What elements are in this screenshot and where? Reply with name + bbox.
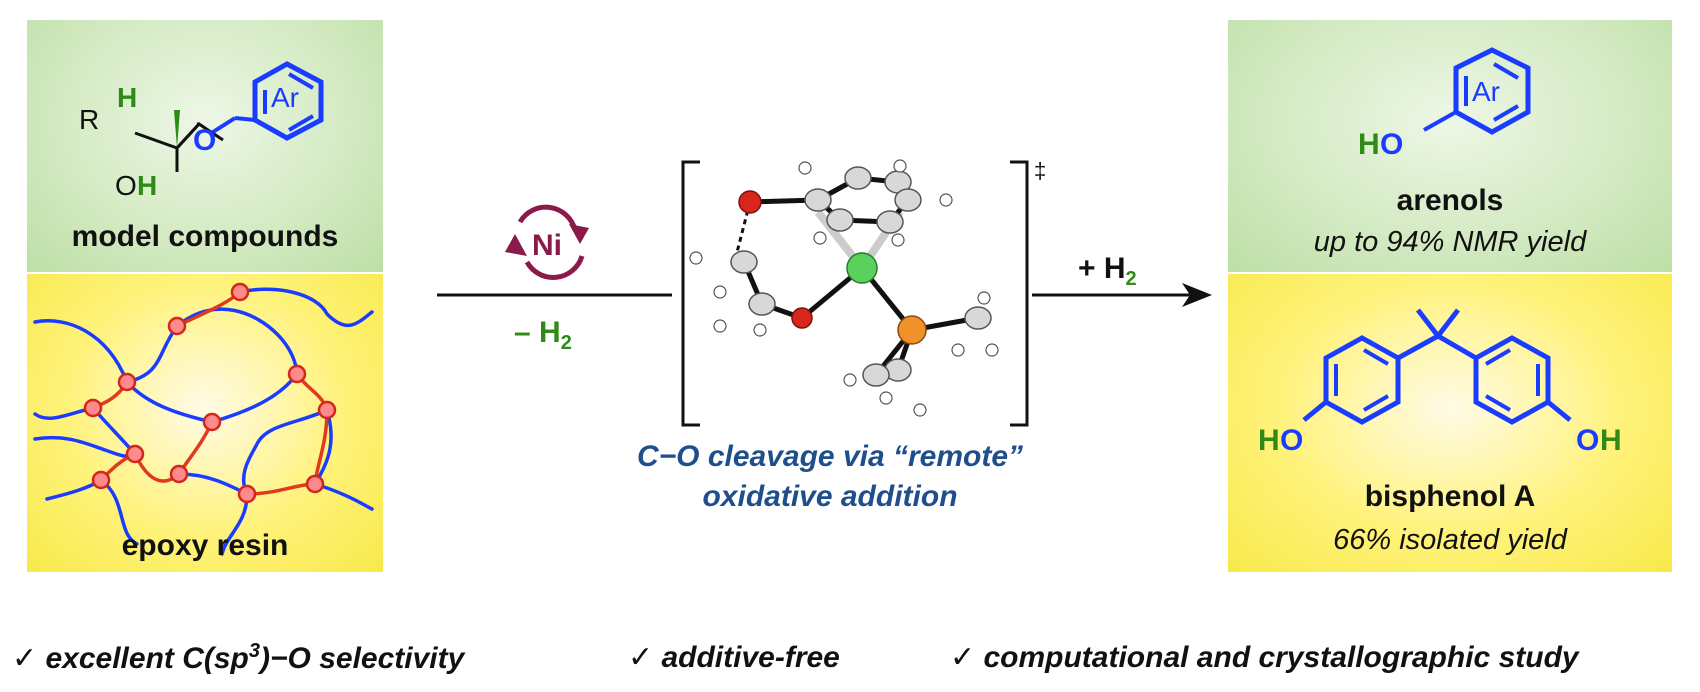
arenols-label: arenols xyxy=(1396,184,1504,217)
model-compounds-panel: R H O O H Ar model compounds xyxy=(27,20,383,272)
atom-h-label: H xyxy=(117,82,138,113)
bpa-left-h-label: H xyxy=(1258,424,1280,457)
ts-caption-line2: oxidative addition xyxy=(702,480,958,513)
bisphenol-a-panel: H O O H bisphenol A 66% isolated yield xyxy=(1228,274,1672,572)
arenol-o-label: O xyxy=(1380,128,1404,161)
arenols-panel: Ar H O arenols up to 94% NMR yield xyxy=(1228,20,1672,272)
bisphenol-a-label: bisphenol A xyxy=(1364,480,1536,513)
ni-catalyst-label: Ni xyxy=(532,229,562,262)
ni-cycle-icon xyxy=(517,204,585,280)
atom-r-label: R xyxy=(79,104,100,135)
epoxy-network-illustration xyxy=(33,282,374,556)
transition-state-mark: ‡ xyxy=(1034,158,1047,183)
transition-state-structure xyxy=(689,159,999,417)
hydroxyl-h-label: H xyxy=(137,170,158,201)
bisphenol-a-yield: 66% isolated yield xyxy=(1333,524,1567,556)
epoxy-resin-panel: epoxy resin xyxy=(27,274,383,572)
hydroxyl-o-label: O xyxy=(115,170,137,201)
epoxy-resin-label: epoxy resin xyxy=(121,529,289,562)
arenol-ar-label: Ar xyxy=(1472,76,1500,107)
model-compound-structure xyxy=(134,61,324,172)
plus-h2-label: + H2 xyxy=(1078,252,1137,290)
bisphenol-a-structure xyxy=(1302,308,1572,425)
arenols-yield: up to 94% NMR yield xyxy=(1313,226,1587,258)
bpa-left-o-label: O xyxy=(1280,424,1304,457)
atom-o-link-label: O xyxy=(193,124,217,157)
footer-additive-free: ✓ additive-free xyxy=(628,641,840,674)
ts-caption-line1: C−O cleavage via “remote” xyxy=(636,440,1024,473)
bpa-right-h-label: H xyxy=(1600,424,1622,457)
ar-ring-label: Ar xyxy=(271,82,299,113)
bpa-right-o-label: O xyxy=(1576,424,1600,457)
footer-selectivity: ✓ excellent C(sp3)−O selectivity xyxy=(12,640,465,675)
model-compounds-label: model compounds xyxy=(71,220,339,253)
arenol-structure xyxy=(1423,47,1531,135)
minus-h2-label: – H2 xyxy=(514,316,572,354)
footer-computational-study: ✓ computational and crystallographic stu… xyxy=(950,641,1579,674)
arenol-h-label: H xyxy=(1358,128,1380,161)
